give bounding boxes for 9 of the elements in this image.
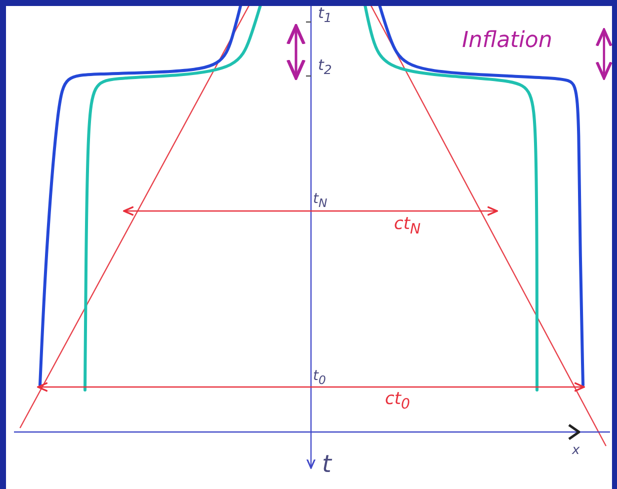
distance-label: ct$_{N}$ bbox=[394, 216, 421, 237]
tick-label: t$_{N}$ bbox=[313, 192, 328, 210]
distance-label: ct$_{0}$ bbox=[385, 391, 410, 412]
axis-label: t bbox=[322, 452, 332, 476]
tick-label: t$_{0}$ bbox=[313, 369, 326, 386]
axis-label: x bbox=[572, 444, 580, 457]
period-label: Inflation bbox=[462, 30, 552, 52]
tick-label: t$_{1}$ bbox=[318, 6, 332, 24]
tick-label: t$_{2}$ bbox=[318, 58, 332, 76]
